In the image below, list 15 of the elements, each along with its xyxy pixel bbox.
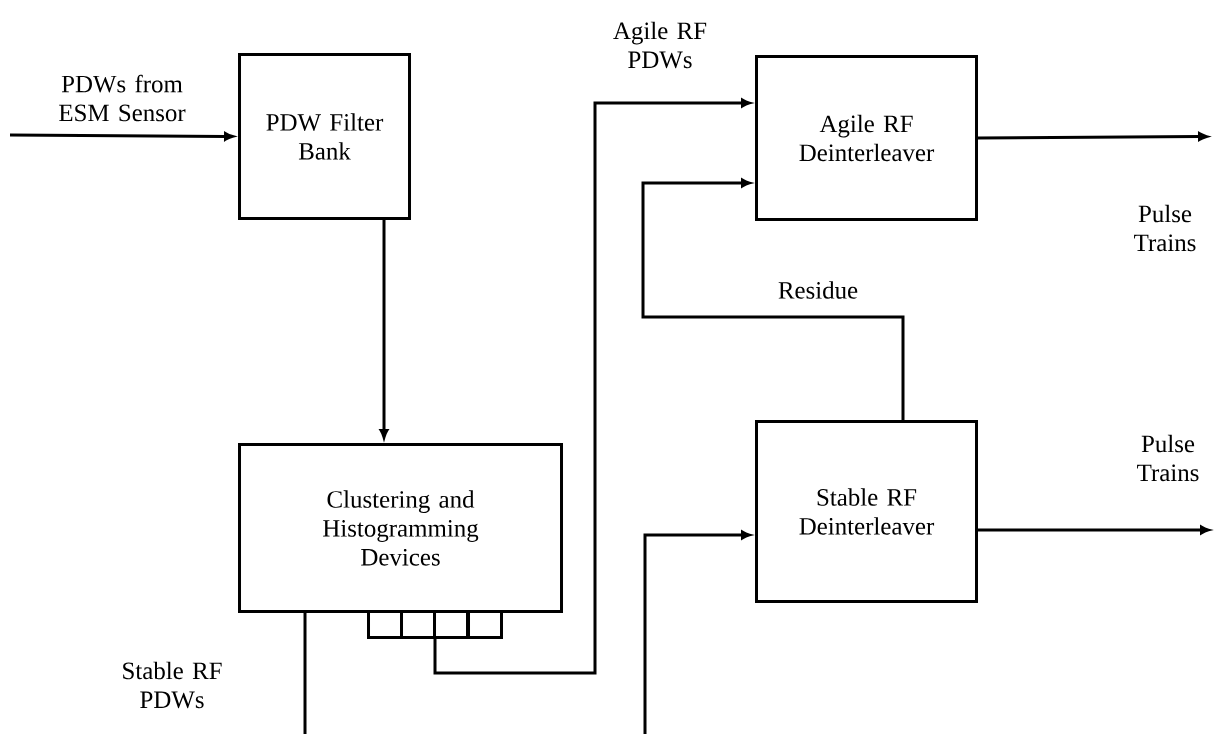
port-box	[433, 610, 469, 639]
process-box: PDW Filter Bank	[238, 53, 411, 220]
edge-label: Stable RF PDWs	[123, 661, 222, 709]
edge-label: Pulse Trains	[1134, 204, 1196, 252]
arrow	[641, 178, 905, 420]
edge-label: Residue	[778, 281, 858, 299]
edge-label: PDWs from ESM Sensor	[59, 74, 186, 122]
process-box: Stable RF Deinterleaver	[755, 420, 978, 603]
process-box: Clustering and Histogramming Devices	[238, 443, 563, 613]
process-box: Agile RF Deinterleaver	[755, 55, 978, 221]
port-box	[400, 610, 436, 639]
edge-label: Agile RF PDWs	[613, 21, 707, 69]
port-box	[467, 610, 503, 639]
edge-label: Pulse Trains	[1137, 434, 1199, 482]
port-box	[367, 610, 403, 639]
